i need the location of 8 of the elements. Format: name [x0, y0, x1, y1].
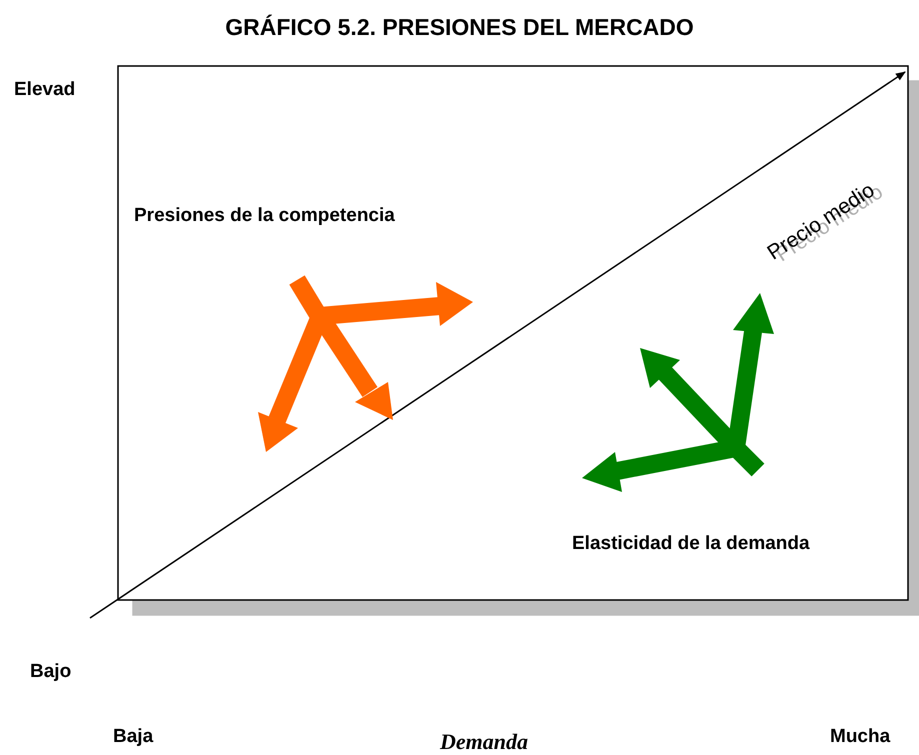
axis-label: Bajo — [30, 661, 72, 683]
axis-title: Demanda — [440, 729, 528, 755]
axis-label: Elevad — [14, 79, 76, 101]
region-label: Elasticidad de la demanda — [572, 533, 810, 555]
region-label: Presiones de la competencia — [134, 205, 395, 227]
axis-label: Mucha — [830, 726, 890, 748]
chart-title: GRÁFICO 5.2. PRESIONES DEL MERCADO — [224, 14, 695, 41]
axis-label: Baja — [113, 726, 154, 748]
